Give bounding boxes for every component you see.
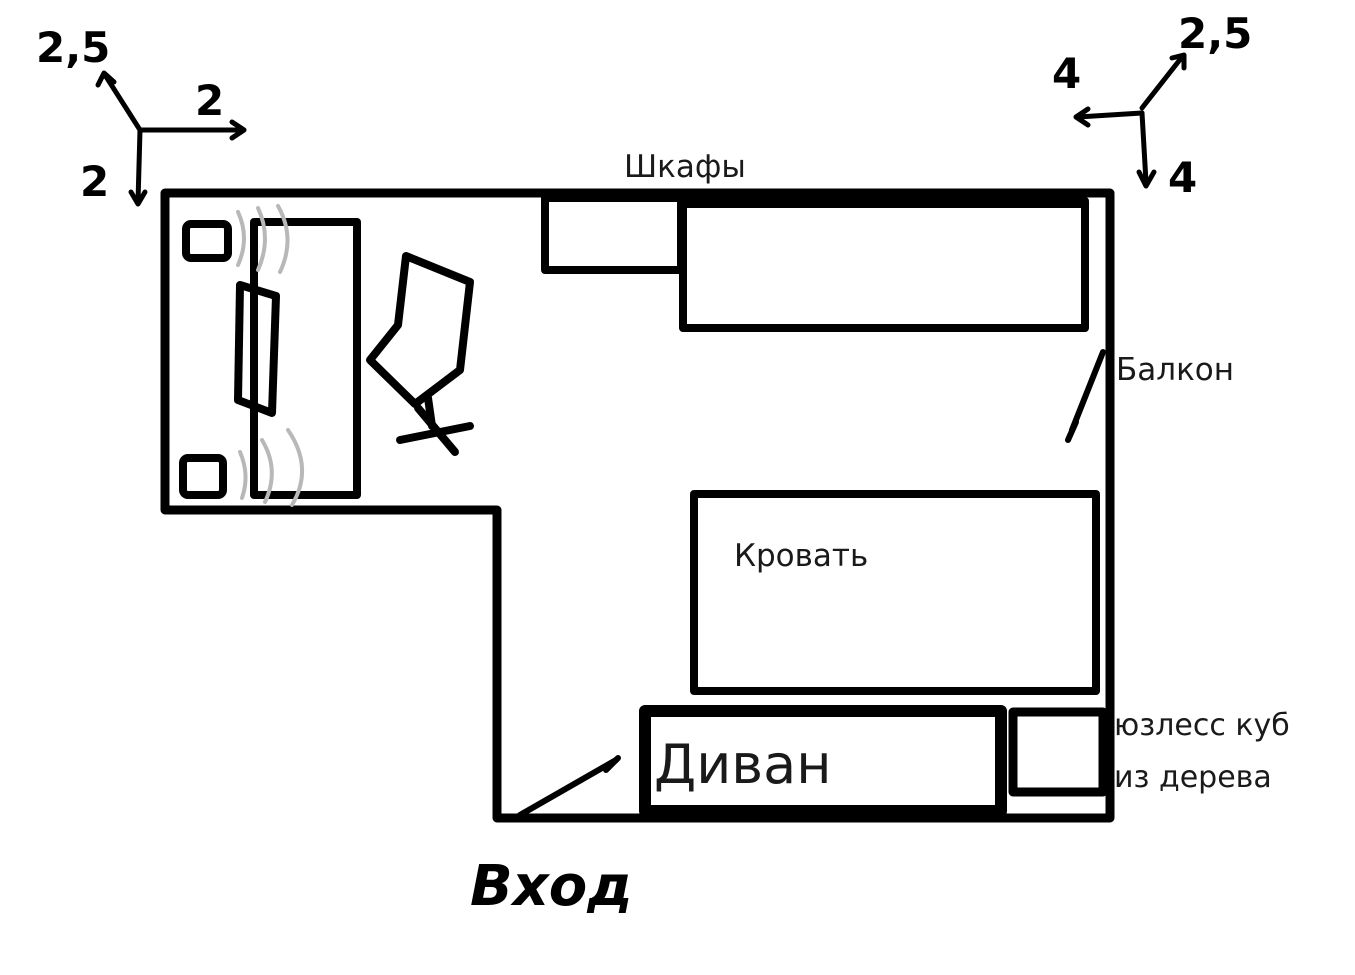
sofa-label: Диван (654, 733, 832, 796)
dim-right-up: 2,5 (1178, 9, 1252, 58)
balcony-door (1065, 349, 1106, 443)
dim-left-down: 2 (80, 157, 109, 206)
room-wall (160, 188, 1115, 823)
bed-label: Кровать (734, 538, 868, 574)
bed (690, 490, 1100, 695)
dimension-axes-right (1073, 52, 1187, 189)
dim-left-right: 2 (195, 76, 224, 125)
speaker-bottom (179, 454, 227, 499)
wardrobes-label: Шкафы (624, 149, 746, 185)
balcony-label: Балкон (1116, 352, 1234, 388)
speaker-top (182, 220, 232, 262)
cube-label-line2: из дерева (1114, 760, 1272, 795)
monitor (234, 281, 280, 417)
chair (366, 252, 474, 456)
entrance-label: Вход (470, 854, 633, 919)
entrance-door (517, 755, 621, 818)
dim-left-up: 2,5 (36, 23, 110, 72)
sound-waves-bottom (238, 428, 304, 507)
wooden-cube (1008, 707, 1108, 797)
cube-label-line1: юзлесс куб (1114, 708, 1290, 743)
wardrobe-small (541, 194, 685, 274)
wardrobe-large (679, 197, 1089, 332)
dimension-axes-left (95, 70, 247, 207)
dim-right-down: 4 (1168, 153, 1197, 202)
dim-right-left: 4 (1052, 49, 1081, 98)
sound-waves-top (236, 204, 290, 274)
sofa (639, 705, 1007, 817)
wardrobe-top-edge (683, 196, 1085, 208)
desk (250, 218, 361, 499)
